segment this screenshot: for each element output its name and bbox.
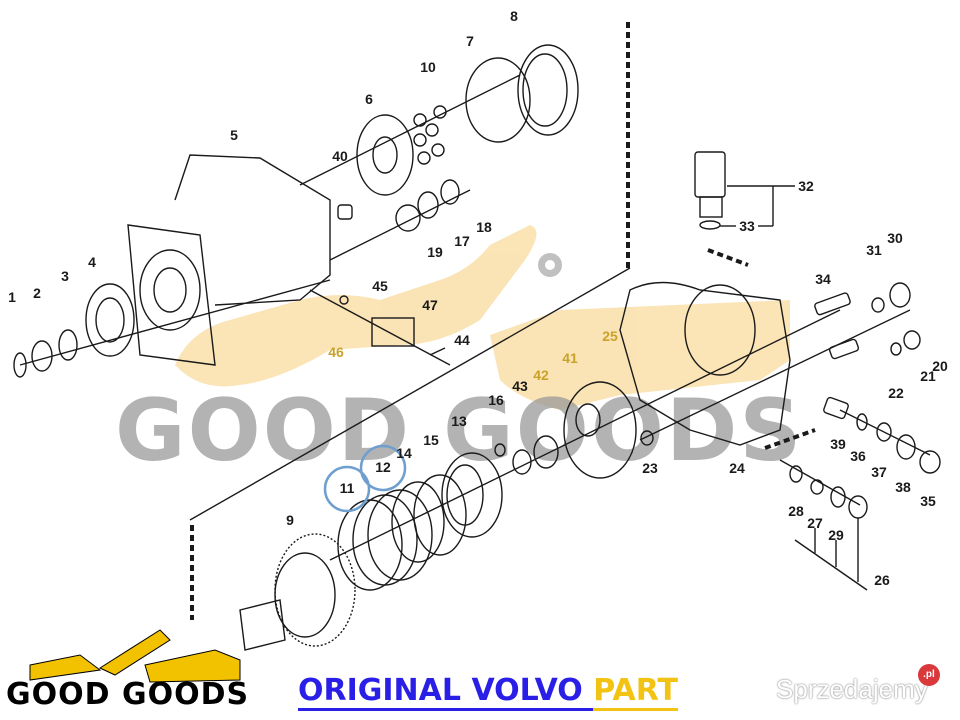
title-secondary: PART bbox=[593, 673, 678, 711]
part-callout-22: 22 bbox=[888, 385, 904, 401]
part-callout-34: 34 bbox=[815, 271, 831, 287]
part-callout-33: 33 bbox=[739, 218, 755, 234]
part-callout-29: 29 bbox=[828, 527, 844, 543]
part-callout-43: 43 bbox=[512, 378, 528, 394]
part-callout-35: 35 bbox=[920, 493, 936, 509]
part-callout-14: 14 bbox=[396, 445, 412, 461]
part-callout-28: 28 bbox=[788, 503, 804, 519]
part-callout-8: 8 bbox=[510, 8, 518, 24]
part-callout-16: 16 bbox=[488, 392, 504, 408]
original-volvo-part-link[interactable]: ORIGINAL VOLVO PART bbox=[298, 673, 678, 711]
part-callout-17: 17 bbox=[454, 233, 470, 249]
part-callout-18: 18 bbox=[476, 219, 492, 235]
goodgoods-logo: GOOD GOODS bbox=[6, 677, 250, 712]
part-callout-37: 37 bbox=[871, 464, 887, 480]
part-callout-32: 32 bbox=[798, 178, 814, 194]
part-callout-3: 3 bbox=[61, 268, 69, 284]
part-callout-26: 26 bbox=[874, 572, 890, 588]
part-callout-41: 41 bbox=[562, 350, 578, 366]
part-callout-11: 11 bbox=[339, 480, 355, 496]
part-callout-12: 12 bbox=[375, 459, 391, 475]
part-callout-15: 15 bbox=[423, 432, 439, 448]
part-callout-20: 20 bbox=[932, 358, 948, 374]
part-callout-44: 44 bbox=[454, 332, 470, 348]
part-callout-6: 6 bbox=[365, 91, 373, 107]
sprzedajemy-watermark: Sprzedajemy bbox=[776, 674, 928, 704]
part-callout-21: 21 bbox=[920, 368, 936, 384]
part-callout-39: 39 bbox=[830, 436, 846, 452]
part-callout-27: 27 bbox=[807, 515, 823, 531]
part-callout-10: 10 bbox=[420, 59, 436, 75]
part-callout-19: 19 bbox=[427, 244, 443, 260]
part-callout-42: 42 bbox=[533, 367, 549, 383]
part-callout-5: 5 bbox=[230, 127, 238, 143]
part-callout-25: 25 bbox=[602, 328, 618, 344]
part-callout-24: 24 bbox=[729, 460, 745, 476]
part-callout-38: 38 bbox=[895, 479, 911, 495]
part-callout-1: 1 bbox=[8, 289, 16, 305]
part-callout-23: 23 bbox=[642, 460, 658, 476]
part-callout-31: 31 bbox=[866, 242, 882, 258]
part-callout-13: 13 bbox=[451, 413, 467, 429]
part-callout-36: 36 bbox=[850, 448, 866, 464]
part-callout-30: 30 bbox=[887, 230, 903, 246]
part-callout-47: 47 bbox=[422, 297, 438, 313]
sprzedajemy-badge-icon: .pl bbox=[918, 664, 940, 686]
watermark-text: GOOD GOODS bbox=[115, 381, 804, 481]
part-callout-45: 45 bbox=[372, 278, 388, 294]
part-callout-7: 7 bbox=[466, 33, 474, 49]
part-callout-2: 2 bbox=[33, 285, 41, 301]
part-callout-46: 46 bbox=[328, 344, 344, 360]
part-callout-40: 40 bbox=[332, 148, 348, 164]
part-callout-9: 9 bbox=[286, 512, 294, 528]
part-callout-4: 4 bbox=[88, 254, 96, 270]
title-primary: ORIGINAL VOLVO bbox=[298, 673, 594, 711]
